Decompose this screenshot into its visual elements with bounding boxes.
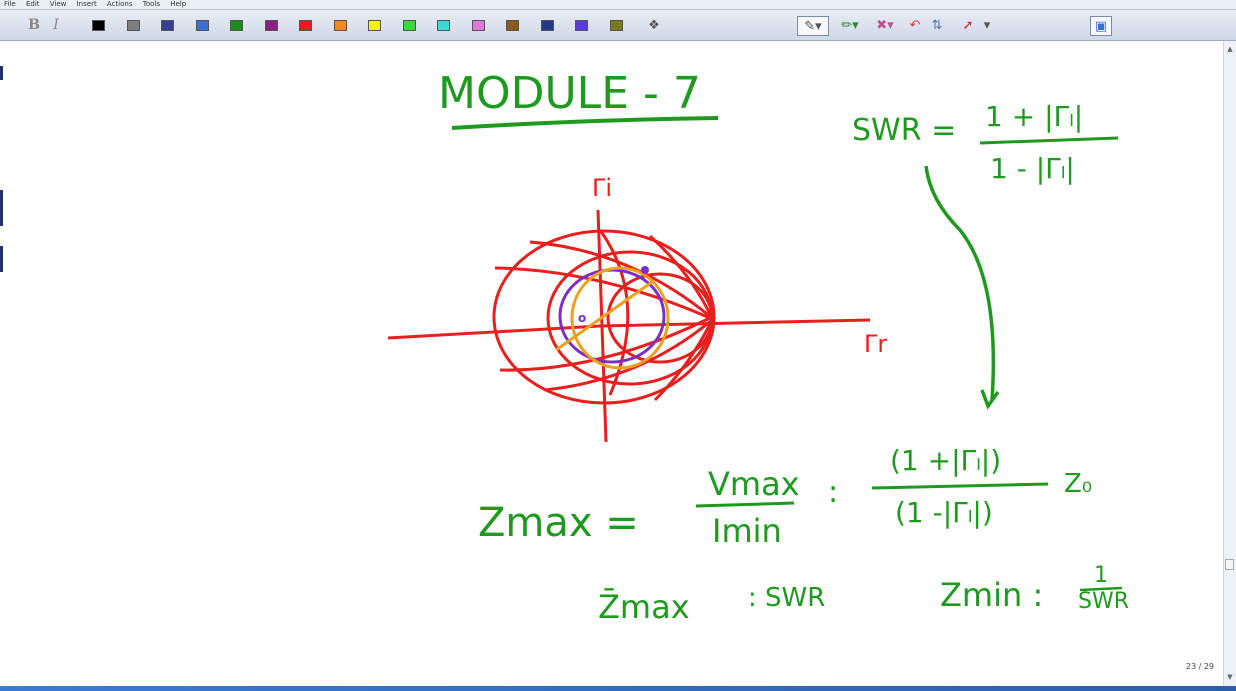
color-swatch[interactable]	[333, 20, 347, 31]
zmax-lhs: Zmax =	[478, 500, 639, 546]
menu-edit[interactable]: Edit	[25, 0, 40, 8]
imin-label: Imin	[712, 512, 782, 550]
lasso-icon[interactable]: ↶	[909, 18, 921, 33]
zmax-bar-label: Z̄max	[598, 587, 690, 626]
pointer-dropdown-icon[interactable]: ▾	[983, 18, 991, 33]
menu-help[interactable]: Help	[170, 0, 187, 8]
color-swatch[interactable]	[437, 20, 450, 31]
real-axis	[387, 318, 871, 340]
gamma-i-label: Γi	[592, 174, 612, 202]
vmax-fraction-bar	[695, 501, 795, 508]
menu-actions[interactable]: Actions	[106, 0, 133, 8]
menu-view[interactable]: View	[49, 0, 67, 8]
color-swatch[interactable]	[575, 20, 588, 31]
italic-button[interactable]: I	[53, 17, 59, 33]
color-swatch[interactable]	[161, 20, 174, 31]
orange-diameter	[555, 280, 653, 352]
smith-chart	[387, 209, 871, 443]
palette-more-icon[interactable]: ❖	[648, 18, 660, 33]
gamma-r-label: Γr	[864, 330, 887, 358]
color-swatch[interactable]	[506, 20, 519, 31]
swr-numerator: 1 + |Γₗ|	[985, 100, 1083, 133]
margin-marker	[0, 246, 3, 272]
eraser-icon[interactable]: ✖▾	[876, 18, 894, 33]
menu-file[interactable]: File	[4, 0, 16, 8]
taskbar-strip	[0, 686, 1236, 691]
scroll-thumb[interactable]	[1225, 559, 1234, 570]
color-swatch[interactable]	[230, 20, 243, 31]
pen-tool-icon[interactable]: ✎▾	[797, 16, 829, 36]
module-title: MODULE - 7	[438, 68, 701, 119]
menu-bar: File Edit View Insert Actions Tools Help	[0, 0, 1236, 10]
menu-insert[interactable]: Insert	[76, 0, 97, 8]
title-underline	[451, 116, 719, 130]
color-swatch[interactable]	[195, 20, 209, 31]
margin-marker	[0, 66, 3, 80]
bold-button[interactable]: B	[28, 17, 40, 33]
swr-fraction-bar	[979, 136, 1119, 145]
swr-label: SWR =	[852, 113, 956, 148]
vmax-label: Vmax	[708, 465, 800, 503]
color-swatch[interactable]	[264, 20, 278, 31]
fit-page-icon[interactable]: ▣	[1090, 16, 1112, 36]
scroll-down-icon[interactable]: ▼	[1227, 673, 1233, 681]
scroll-up-icon[interactable]: ▲	[1227, 45, 1233, 53]
insert-space-icon[interactable]: ⇅	[931, 18, 943, 33]
num2-fraction-bar	[871, 482, 1049, 490]
color-swatch[interactable]	[126, 20, 140, 31]
highlighter-icon[interactable]: ✏▾	[841, 18, 859, 33]
color-swatch[interactable]	[540, 20, 554, 31]
center-point-label: o	[578, 311, 586, 325]
zmin-fraction-bar	[1079, 586, 1123, 592]
zmin-numerator: 1	[1094, 563, 1108, 588]
color-swatch[interactable]	[368, 20, 381, 31]
color-swatch[interactable]	[609, 20, 623, 31]
arrow-head	[980, 389, 1000, 410]
equals-sign-2: :	[828, 475, 838, 510]
num2-label: (1 +|Γₗ|)	[890, 444, 1001, 477]
den2-label: (1 -|Γₗ|)	[895, 496, 993, 529]
margin-marker	[0, 190, 3, 226]
color-swatch[interactable]	[402, 20, 416, 31]
color-swatch[interactable]	[471, 20, 485, 31]
orange-circle	[570, 266, 670, 370]
toolbar: B I ❖ ✎▾ ✏▾ ✖▾ ↶ ⇅ ➚ ▾ ▣	[0, 10, 1236, 41]
color-swatch[interactable]	[92, 20, 105, 31]
vertical-scrollbar[interactable]: ▲ ▼	[1223, 41, 1236, 686]
zmin-lhs: Zmin :	[940, 576, 1043, 614]
zmax-swr-rhs: : SWR	[748, 583, 825, 613]
pointer-icon[interactable]: ➚	[962, 18, 974, 33]
arrow-line	[924, 165, 996, 401]
load-point	[641, 266, 649, 274]
zmin-denominator: SWR	[1078, 589, 1129, 614]
menu-tools[interactable]: Tools	[142, 0, 160, 8]
page-indicator: 23 / 29	[1185, 662, 1214, 671]
swr-denominator: 1 - |Γₗ|	[990, 152, 1075, 185]
color-swatch[interactable]	[299, 20, 312, 31]
z0-label: Z₀	[1064, 469, 1092, 499]
